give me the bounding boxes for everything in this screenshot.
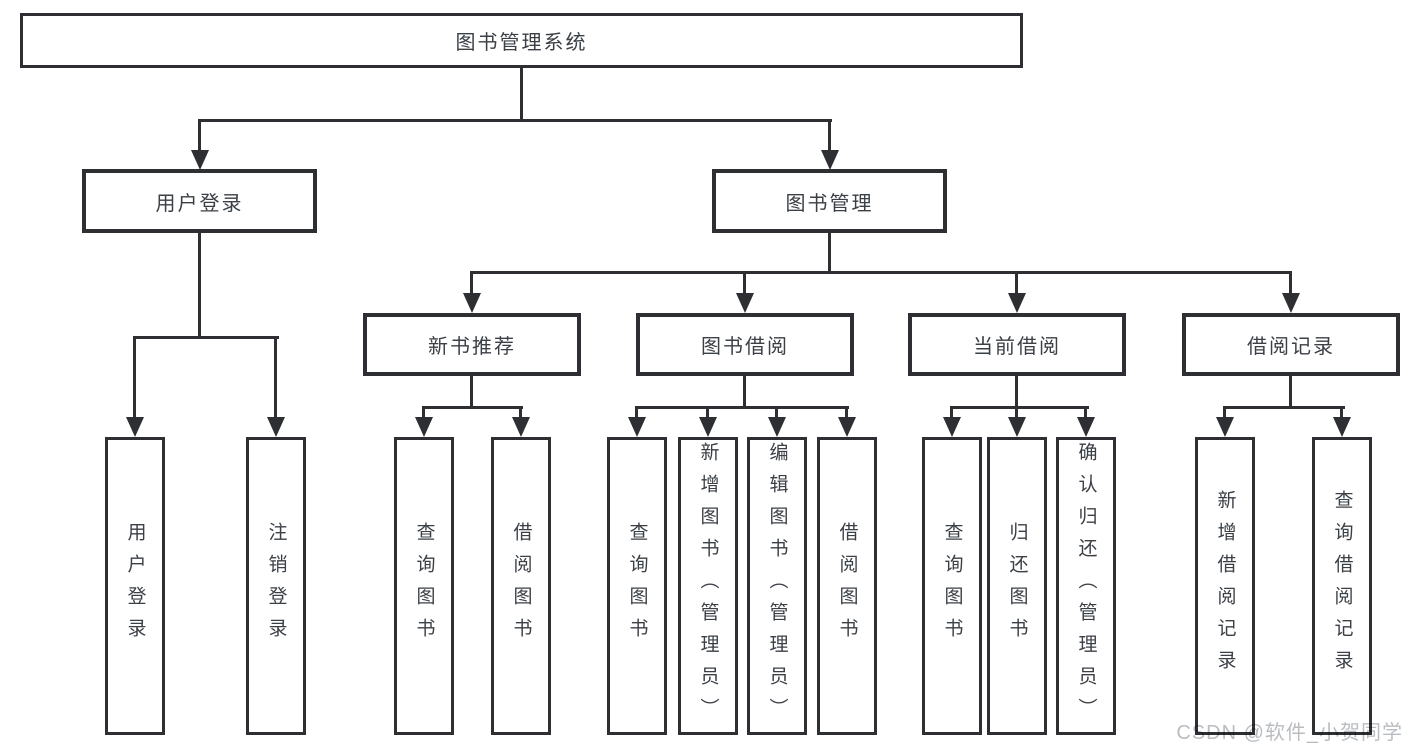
leaf-add-borrow-record: 新增借阅记录 [1195, 437, 1255, 735]
connector [1084, 406, 1087, 419]
arrowhead [1333, 417, 1351, 437]
arrowhead [628, 417, 646, 437]
arrowhead [415, 417, 433, 437]
leaf-borrow-books-recommend-label: 借阅图书 [510, 522, 532, 650]
connector [519, 406, 522, 419]
connector [635, 406, 638, 419]
connector [950, 406, 953, 419]
arrowhead [1008, 293, 1026, 313]
arrowhead [267, 417, 285, 437]
leaf-user-login: 用户登录 [105, 437, 165, 735]
node-user-login: 用户登录 [82, 169, 317, 233]
connector [828, 233, 831, 274]
leaf-borrow-books: 借阅图书 [817, 437, 877, 735]
connector [635, 406, 849, 409]
connector [775, 406, 778, 419]
arrowhead [512, 417, 530, 437]
node-current-borrow-label: 当前借阅 [973, 336, 1061, 358]
connector [1289, 376, 1292, 409]
connector [950, 406, 1089, 409]
arrowhead [1216, 417, 1234, 437]
arrowhead [191, 150, 209, 170]
arrowhead [821, 150, 839, 170]
connector [743, 271, 746, 295]
leaf-edit-books-admin-label: 编辑图书（管理员） [766, 442, 788, 730]
leaf-confirm-return-admin: 确认归还（管理员） [1056, 437, 1116, 735]
leaf-query-borrow-record: 查询借阅记录 [1312, 437, 1372, 735]
node-borrow-records: 借阅记录 [1182, 313, 1400, 376]
leaf-query-books-recommend-label: 查询图书 [413, 522, 435, 650]
connector [422, 406, 523, 409]
connector [845, 406, 848, 419]
arrowhead [463, 293, 481, 313]
leaf-edit-books-admin: 编辑图书（管理员） [747, 437, 807, 735]
node-book-borrow-label: 图书借阅 [701, 336, 789, 358]
connector [274, 336, 277, 419]
connector [1015, 406, 1018, 419]
leaf-query-books-recommend: 查询图书 [394, 437, 454, 735]
arrowhead [768, 417, 786, 437]
node-book-management-label: 图书管理 [785, 192, 874, 215]
connector [133, 336, 279, 339]
leaf-add-borrow-record-label: 新增借阅记录 [1214, 490, 1236, 682]
arrowhead [838, 417, 856, 437]
leaf-borrow-books-recommend: 借阅图书 [491, 437, 551, 735]
connector [470, 271, 1292, 274]
arrowhead [126, 417, 144, 437]
leaf-borrow-books-label: 借阅图书 [836, 522, 858, 650]
arrowhead [699, 417, 717, 437]
connector [743, 376, 746, 409]
node-book-borrow: 图书借阅 [636, 313, 854, 376]
connector [1289, 271, 1292, 295]
arrowhead [1077, 417, 1095, 437]
connector [470, 376, 473, 409]
connector [1223, 406, 1345, 409]
connector [133, 336, 136, 419]
connector [1340, 406, 1343, 419]
leaf-logout-label: 注销登录 [265, 522, 287, 650]
connector [706, 406, 709, 419]
leaf-confirm-return-admin-label: 确认归还（管理员） [1075, 442, 1097, 730]
node-current-borrow: 当前借阅 [908, 313, 1126, 376]
connector [198, 119, 832, 122]
connector [198, 119, 201, 151]
leaf-user-login-label: 用户登录 [124, 522, 146, 650]
leaf-query-books-current: 查询图书 [922, 437, 982, 735]
connector [828, 119, 831, 151]
leaf-query-books-borrow: 查询图书 [607, 437, 667, 735]
node-user-login-label: 用户登录 [155, 192, 244, 215]
node-root-label: 图书管理系统 [455, 32, 588, 54]
connector [1223, 406, 1226, 419]
node-new-book-recommend-label: 新书推荐 [428, 336, 516, 358]
leaf-add-books-admin-label: 新增图书（管理员） [697, 442, 719, 730]
node-new-book-recommend: 新书推荐 [363, 313, 581, 376]
connector [470, 271, 473, 295]
connector [1015, 271, 1018, 295]
arrowhead [943, 417, 961, 437]
leaf-query-books-borrow-label: 查询图书 [626, 522, 648, 650]
connector [198, 233, 201, 339]
connector [422, 406, 425, 419]
leaf-query-books-current-label: 查询图书 [941, 522, 963, 650]
connector [1015, 376, 1018, 409]
node-borrow-records-label: 借阅记录 [1247, 336, 1335, 358]
leaf-query-borrow-record-label: 查询借阅记录 [1331, 490, 1353, 682]
node-book-management: 图书管理 [712, 169, 947, 233]
leaf-add-books-admin: 新增图书（管理员） [678, 437, 738, 735]
arrowhead [1008, 417, 1026, 437]
arrowhead [736, 293, 754, 313]
leaf-return-books-label: 归还图书 [1006, 522, 1028, 650]
node-root: 图书管理系统 [20, 13, 1023, 68]
leaf-logout: 注销登录 [246, 437, 306, 735]
arrowhead [1282, 293, 1300, 313]
connector [520, 68, 523, 122]
leaf-return-books: 归还图书 [987, 437, 1047, 735]
